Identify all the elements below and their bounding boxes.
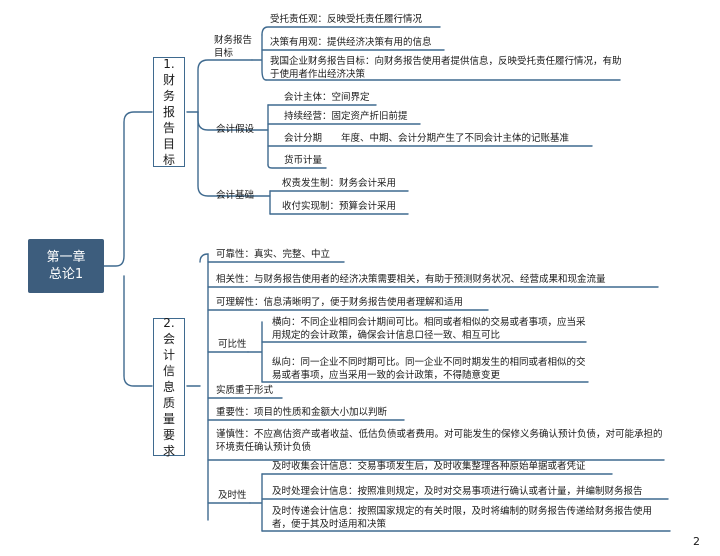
node-going-concern: 持续经营：固定资产折旧前提	[284, 111, 408, 122]
section-1-node: 1. 财务报告目标	[153, 57, 185, 167]
group-accounting-basis: 会计基础	[216, 190, 255, 201]
section-2-label: 2. 会计信息质量要求	[162, 316, 175, 458]
node-accrual-basis: 权责发生制：财务会计采用	[282, 178, 397, 189]
page-number: 2	[693, 535, 700, 548]
node-relevance: 相关性：与财务报告使用者的经济决策需要相关，有助于预测财务状况、经营成果和现金流…	[216, 274, 606, 285]
root-title: 第一章	[46, 250, 86, 265]
node-reliability: 可靠性：真实、完整、中立	[216, 249, 331, 260]
group-comparability: 可比性	[218, 339, 247, 350]
node-vertical-comparability: 纵向：同一企业不同时期可比。同一企业不同时期发生的相同或者相似的交易或者事项，应…	[272, 357, 586, 381]
node-horizontal-comparability: 横向：不同企业相同会计期间可比。相同或者相似的交易或者事项，应当采用规定的会计政…	[272, 317, 586, 341]
node-decision-useful: 决策有用观：提供经济决策有用的信息	[270, 37, 432, 48]
group-timeliness: 及时性	[218, 490, 247, 501]
node-prudence: 谨慎性：不应高估资产或者收益、低估负债或者费用。对可能发生的保修义务确认预计负债…	[216, 429, 663, 453]
node-materiality: 重要性：项目的性质和金额大小加以判断	[216, 407, 388, 418]
node-monetary-measurement: 货币计量	[284, 155, 323, 166]
section-1-label: 1. 财务报告目标	[162, 57, 175, 167]
node-accounting-period: 会计分期 年度、中期、会计分期产生了不同会计主体的记账基准	[284, 133, 570, 144]
group-report-objective: 财务报告目标	[214, 35, 253, 59]
node-china-objective: 我国企业财务报告目标：向财务报告使用者提供信息，反映受托责任履行情况，有助于使用…	[270, 56, 622, 80]
group-accounting-assumptions: 会计假设	[216, 124, 255, 135]
node-timely-transmit: 及时传递会计信息：按照国家规定的有关时限，及时将编制的财务报告传递给财务报告使用…	[272, 506, 653, 530]
node-substance-over-form: 实质重于形式	[216, 385, 274, 396]
node-timely-collect: 及时收集会计信息：交易事项发生后，及时收集整理各种原始单据或者凭证	[272, 461, 586, 472]
node-cash-basis: 收付实现制：预算会计采用	[282, 201, 397, 212]
section-2-node: 2. 会计信息质量要求	[153, 316, 185, 458]
root-subtitle: 总论1	[48, 267, 84, 282]
node-understandability: 可理解性：信息清晰明了，便于财务报告使用者理解和适用	[216, 297, 464, 308]
node-accounting-entity: 会计主体：空间界定	[284, 92, 370, 103]
node-timely-process: 及时处理会计信息：按照准则规定，及时对交易事项进行确认或者计量，并编制财务报告	[272, 486, 643, 497]
node-stewardship: 受托责任观：反映受托责任履行情况	[270, 14, 423, 25]
root-node: 第一章 总论1	[28, 239, 104, 293]
